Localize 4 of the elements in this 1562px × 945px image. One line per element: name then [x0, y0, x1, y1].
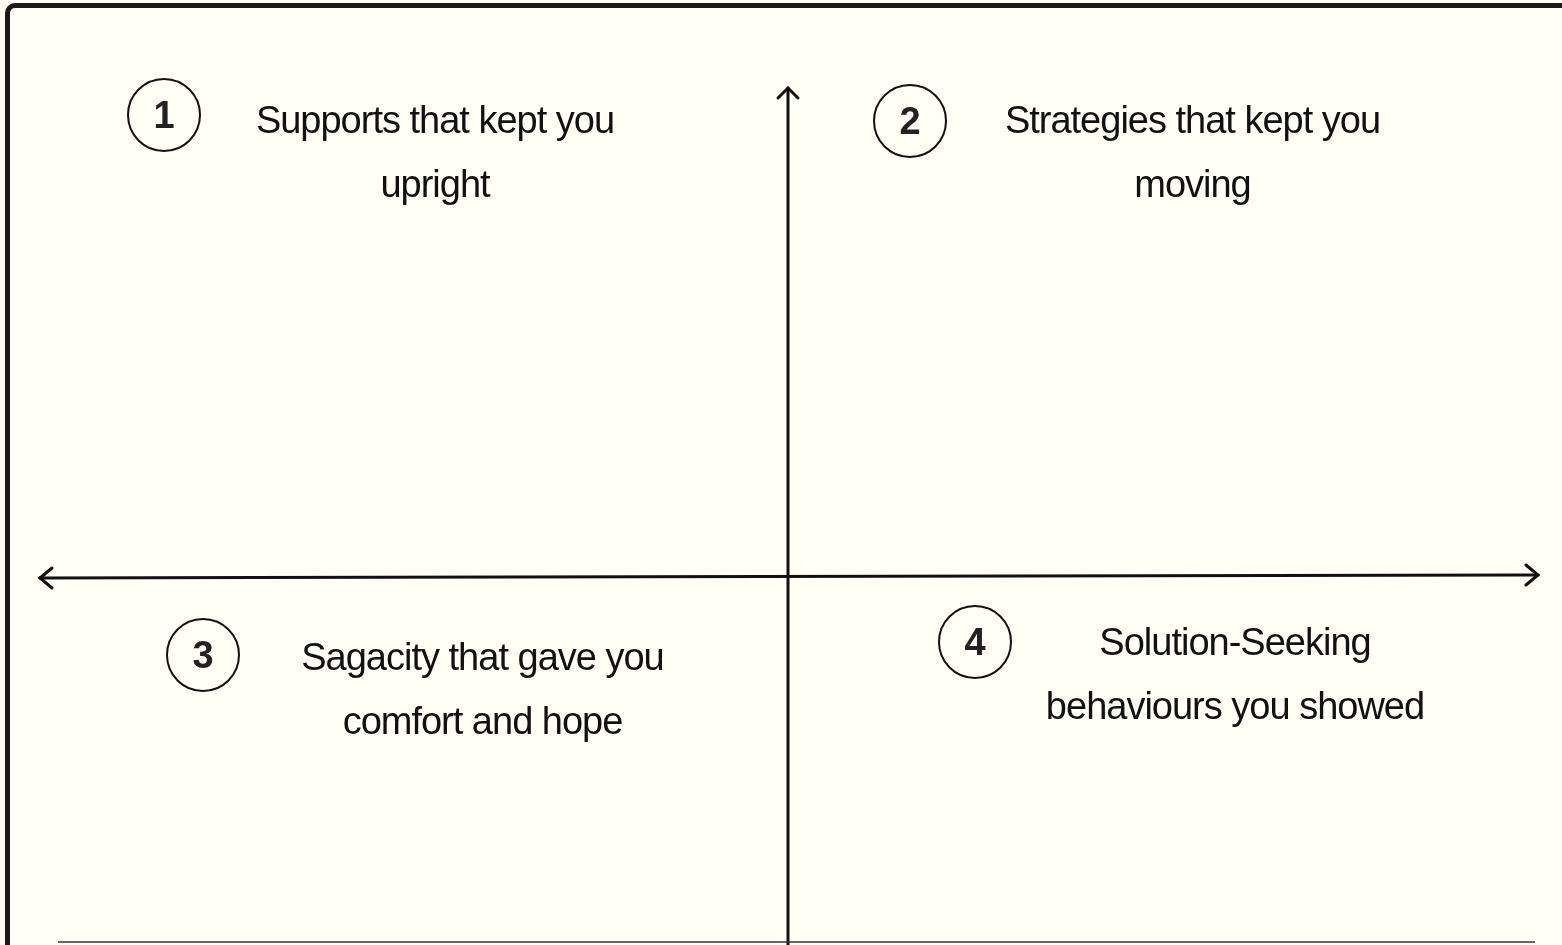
quadrant-heading: Sagacity that gave you comfort and hope [300, 635, 665, 744]
quadrant-heading: Solution-Seeking behaviours you showed [1044, 620, 1426, 729]
quadrant-heading: Strategies that kept you moving [1003, 98, 1382, 207]
quadrant-heading: Supports that kept you upright [254, 98, 616, 207]
